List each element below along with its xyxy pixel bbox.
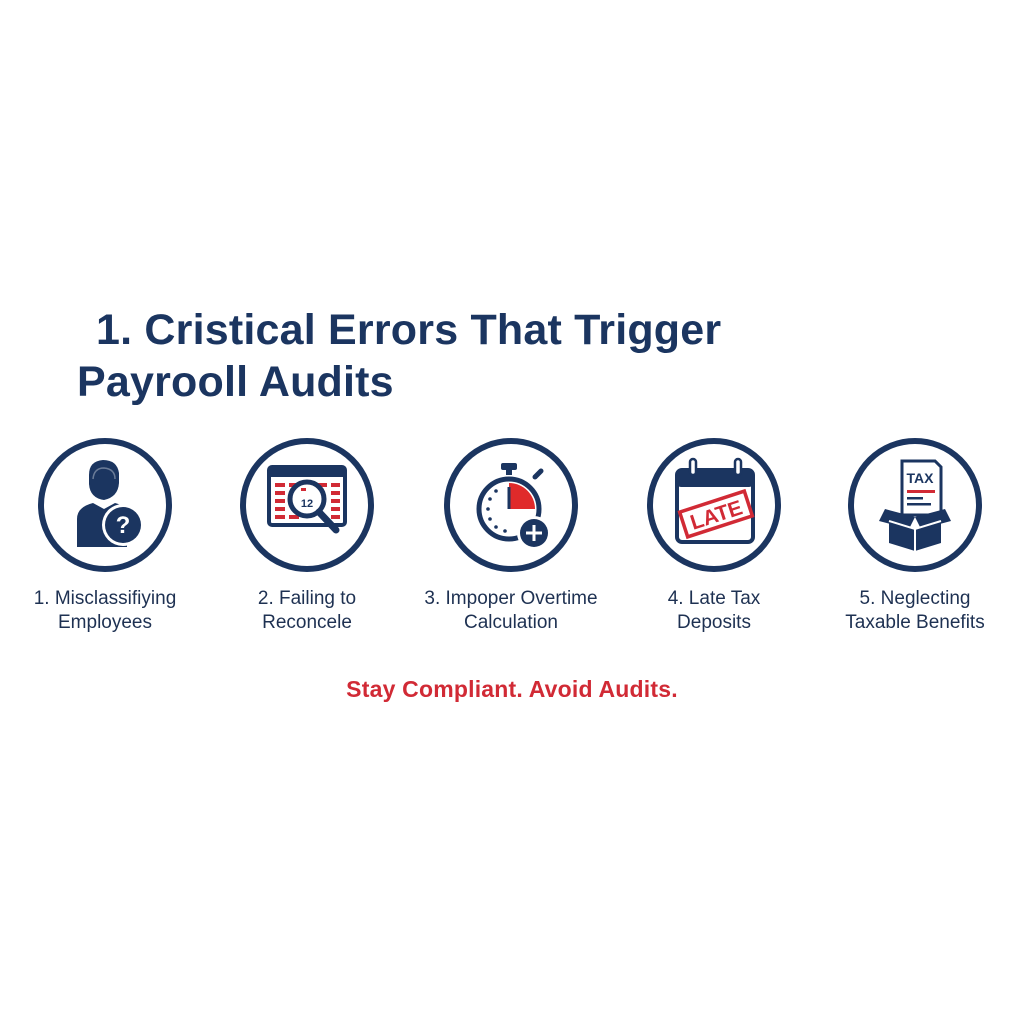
error-item-taxable-benefits: TAX 5. Neglecting Taxable Benefits [815, 437, 1015, 635]
error-label-line-2: Reconcele [262, 612, 352, 633]
error-label-line-1: 4. Late Tax [667, 588, 761, 609]
error-label: 4. Late Tax Deposits [614, 587, 814, 635]
error-label-line-2: Employees [58, 612, 152, 633]
person-question-icon: ? [38, 438, 172, 572]
svg-text:?: ? [116, 512, 131, 539]
error-item-late-tax: LATE 4. Late Tax Deposits [614, 437, 814, 635]
tagline: Stay Compliant. Avoid Audits. [346, 676, 678, 702]
spreadsheet-magnifier-icon: 12 [240, 438, 374, 572]
error-item-reconcile: 12 2. Failing to Reconcele [207, 437, 407, 635]
calendar-late-icon: LATE [647, 438, 781, 572]
error-label-line-1: 5. Neglecting [859, 588, 971, 609]
svg-text:12: 12 [301, 498, 313, 510]
error-label: 5. Neglecting Taxable Benefits [815, 587, 1015, 635]
page-title-line-1: 1. Cristical Errors That Trigger [96, 306, 722, 354]
tax-doc-text: TAX [907, 470, 935, 486]
page-title-line-2: Payrooll Audits [77, 358, 394, 406]
error-label-line-2: Taxable Benefits [845, 612, 985, 633]
error-label-line-1: 1. Misclassifiying [33, 588, 177, 609]
stopwatch-plus-icon [444, 438, 578, 572]
error-label-line-1: 3. Impoper Overtime [424, 588, 598, 609]
error-label-line-2: Calculation [464, 612, 558, 633]
error-item-misclassifying: ? 1. Misclassifiying Employees [5, 437, 205, 635]
error-label: 1. Misclassifiying Employees [5, 587, 205, 635]
error-label: 2. Failing to Reconcele [207, 587, 407, 635]
error-label: 3. Impoper Overtime Calculation [411, 587, 611, 635]
error-label-line-1: 2. Failing to [257, 588, 357, 609]
tax-box-icon: TAX [848, 438, 982, 572]
error-item-overtime: 3. Impoper Overtime Calculation [411, 437, 611, 635]
error-label-line-2: Deposits [677, 612, 751, 633]
